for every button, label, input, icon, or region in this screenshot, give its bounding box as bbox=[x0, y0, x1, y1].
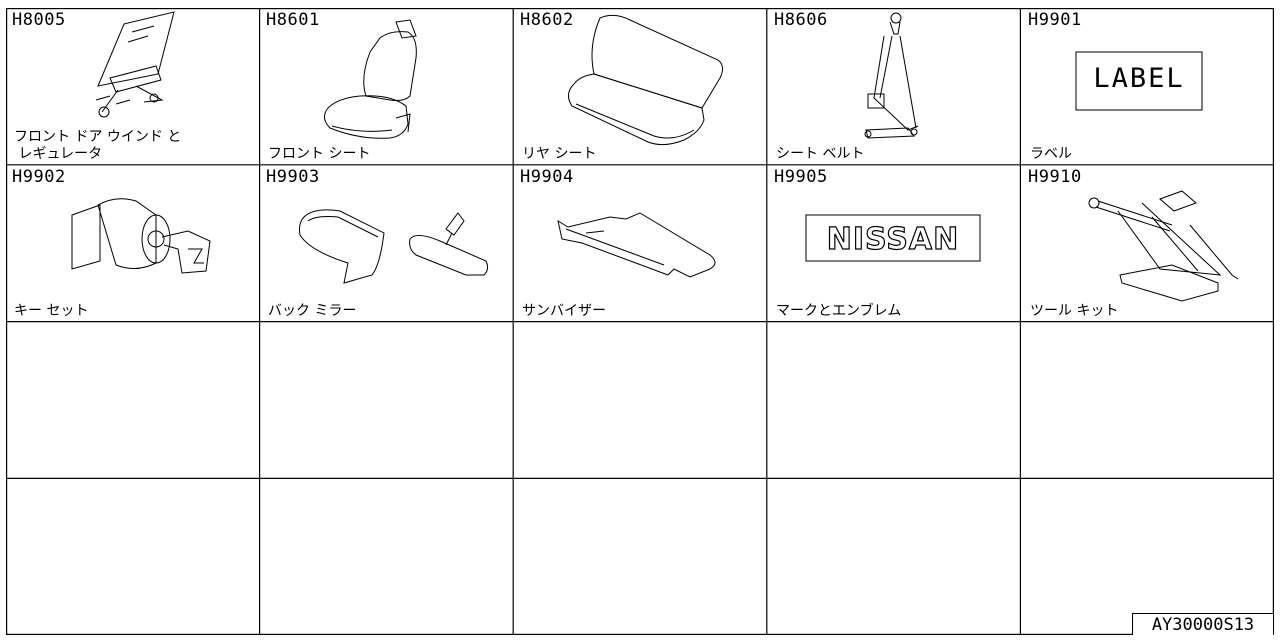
part-cell-h8601[interactable]: H8601 フロント シート bbox=[260, 8, 514, 165]
jack-tool-kit-icon bbox=[1088, 190, 1239, 302]
part-code: H9901 bbox=[1028, 10, 1082, 30]
part-code: H9903 bbox=[266, 167, 320, 187]
label-icon bbox=[1075, 51, 1203, 111]
part-name: リヤ シート bbox=[522, 146, 597, 162]
part-name: フロント シート bbox=[268, 146, 371, 162]
part-code: H8005 bbox=[12, 10, 66, 30]
emblem-text: NISSAN bbox=[826, 221, 960, 257]
seat-belt-icon bbox=[864, 12, 919, 139]
key-set-icon bbox=[71, 198, 211, 274]
part-name: ツール キット bbox=[1030, 303, 1119, 319]
part-code: H8602 bbox=[520, 10, 574, 30]
grid-lines bbox=[6, 8, 1274, 635]
part-code: H9905 bbox=[774, 167, 828, 187]
part-name: バック ミラー bbox=[268, 303, 357, 319]
part-code: H9904 bbox=[520, 167, 574, 187]
front-seat-icon bbox=[324, 19, 417, 139]
mirror-icon bbox=[299, 209, 489, 284]
part-cell-h9902[interactable]: H9902 キー セット bbox=[6, 165, 260, 322]
part-cell-h9903[interactable]: H9903 バック ミラー bbox=[260, 165, 514, 322]
part-code: H9902 bbox=[12, 167, 66, 187]
emblem-icon bbox=[805, 214, 981, 262]
part-code: H9910 bbox=[1028, 167, 1082, 187]
part-cell-h8606[interactable]: H8606 シート ベルト bbox=[768, 8, 1022, 165]
drawing-number-box: AY30000S13 bbox=[1132, 613, 1274, 635]
label-text: LABEL bbox=[1093, 63, 1185, 94]
part-code: H8601 bbox=[266, 10, 320, 30]
part-cell-h9910[interactable]: H9910 ツール キット bbox=[1022, 165, 1274, 322]
door-window-regulator-icon bbox=[95, 11, 175, 118]
part-cell-h9901[interactable]: LABEL H9901 ラベル bbox=[1022, 8, 1274, 165]
parts-grid: H8005 フロント ドア ウインド と レギュレータ H8601 フロント シ… bbox=[6, 8, 1274, 635]
part-name: ラベル bbox=[1030, 146, 1072, 162]
part-name: マークとエンブレム bbox=[776, 303, 902, 319]
sun-visor-icon bbox=[557, 212, 716, 278]
part-code: H8606 bbox=[774, 10, 828, 30]
part-name: フロント ドア ウインド と レギュレータ bbox=[14, 129, 182, 162]
part-name: サンバイザー bbox=[522, 303, 606, 319]
part-cell-h8602[interactable]: H8602 リヤ シート bbox=[514, 8, 768, 165]
part-name: キー セット bbox=[14, 303, 89, 319]
part-cell-h8005[interactable]: H8005 フロント ドア ウインド と レギュレータ bbox=[6, 8, 260, 165]
part-cell-h9904[interactable]: H9904 サンバイザー bbox=[514, 165, 768, 322]
part-name: シート ベルト bbox=[776, 146, 865, 162]
part-cell-h9905[interactable]: NISSAN H9905 マークとエンブレム bbox=[768, 165, 1022, 322]
rear-seat-icon bbox=[568, 14, 724, 146]
